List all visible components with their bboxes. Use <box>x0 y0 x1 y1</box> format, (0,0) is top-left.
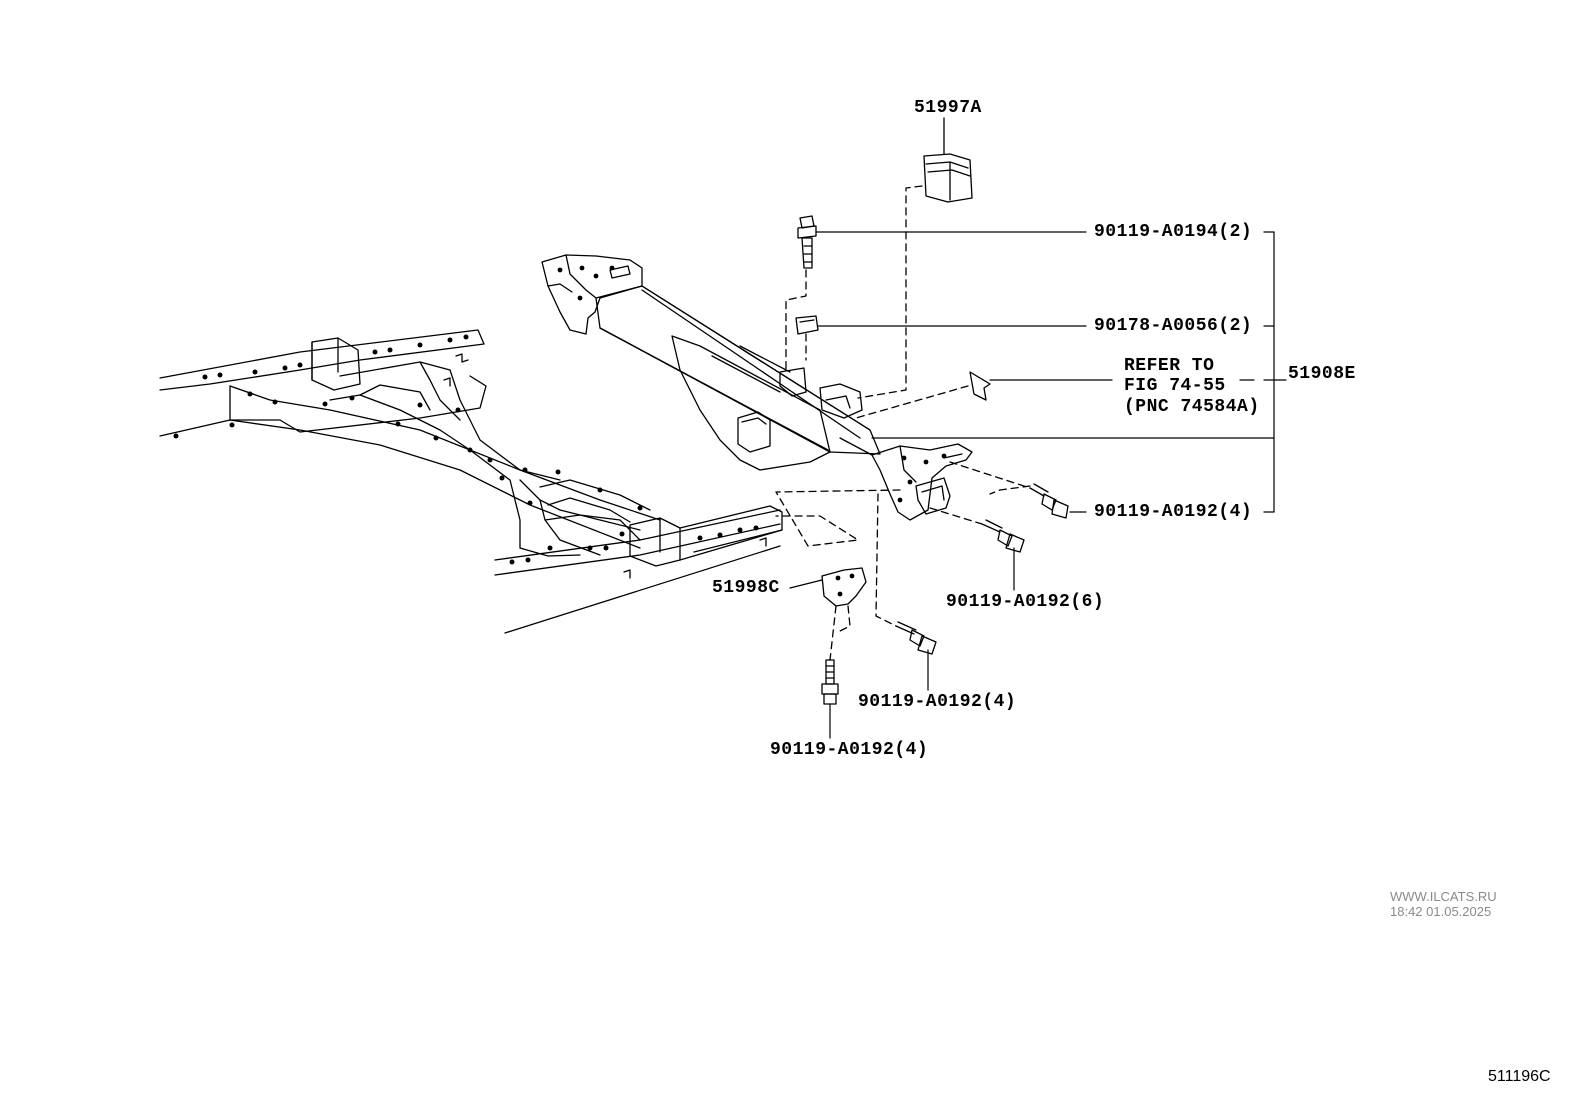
callout-nut-a0056[interactable]: 90178-A0056(2) <box>1094 316 1253 336</box>
bolt-right-part <box>1030 484 1068 518</box>
bolt-lower-right-part <box>896 622 936 654</box>
callout-51998c[interactable]: 51998C <box>712 578 780 598</box>
vehicle-frame <box>160 330 782 633</box>
bolt-a0194-part <box>798 216 816 268</box>
callout-bolt-a0192-mid[interactable]: 90119-A0192(6) <box>946 592 1105 612</box>
bolt-lower-left-part <box>822 660 838 704</box>
callout-51997a[interactable]: 51997A <box>914 98 982 118</box>
insulator-51997a <box>924 118 972 202</box>
callout-bolt-a0192-lower-right[interactable]: 90119-A0192(4) <box>858 692 1017 712</box>
callout-51908e[interactable]: 51908E <box>1288 364 1356 384</box>
refer-bracket-shape <box>970 372 990 400</box>
callout-bolt-a0192-right[interactable]: 90119-A0192(4) <box>1094 502 1253 522</box>
callout-bolt-a0194[interactable]: 90119-A0194(2) <box>1094 222 1253 242</box>
bracket-51998c-part <box>822 568 866 606</box>
callout-bolt-a0192-lower-left[interactable]: 90119-A0192(4) <box>770 740 929 760</box>
figure-number: 511196C <box>1488 1068 1551 1085</box>
refer-to-line-3: (PNC 74584A) <box>1124 397 1260 417</box>
assembly-dashed-lines <box>776 186 1030 660</box>
nut-a0056-part <box>796 316 818 334</box>
leader-lines <box>790 232 1286 738</box>
watermark-site: WWW.ILCATS.RU <box>1390 889 1497 904</box>
bolt-mid-part <box>982 520 1024 552</box>
watermark-timestamp: 18:42 01.05.2025 <box>1390 904 1492 919</box>
crossmember-assembly <box>542 255 972 520</box>
refer-to-line-1: REFER TO <box>1124 356 1215 376</box>
refer-to-line-2[interactable]: FIG 74-55 <box>1124 376 1226 396</box>
